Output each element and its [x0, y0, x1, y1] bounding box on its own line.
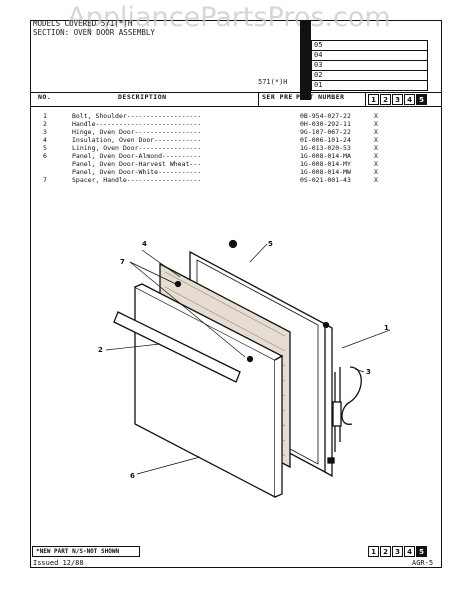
oven-door-handle	[113, 311, 241, 383]
shoulder-bolt	[228, 239, 238, 249]
col-part-number: PART NUMBER	[296, 93, 345, 101]
footer-series-5: 5	[416, 546, 427, 557]
header-top-rule	[30, 92, 442, 93]
footer-series-4: 4	[404, 546, 415, 557]
footer-legend: *NEW PART N/S-NOT SHOWN	[32, 546, 140, 557]
oven-door-exploded-diagram: 4 7 5 2 6 1 3	[98, 239, 390, 499]
callout-2: 2	[98, 346, 103, 354]
col-no: NO.	[38, 93, 52, 101]
series-5: 5	[416, 94, 427, 105]
watermark: AppliancePartsPros.com	[67, 2, 391, 33]
tab-black-column	[300, 20, 311, 100]
callout-6: 6	[130, 472, 135, 480]
series-4: 4	[404, 94, 415, 105]
series-1: 1	[368, 94, 379, 105]
callout-1: 1	[384, 324, 389, 332]
footer-series-1: 1	[368, 546, 379, 557]
issued-date: Issued 12/88	[33, 559, 84, 567]
series-2: 2	[380, 94, 391, 105]
model-code: 571(*)H	[258, 78, 288, 86]
models-covered: MODELS COVERED 571(*)H	[33, 19, 133, 28]
callout-5: 5	[268, 240, 273, 248]
header-separator	[258, 92, 259, 106]
col-description: DESCRIPTION	[118, 93, 167, 101]
footer-series-2: 2	[380, 546, 391, 557]
callout-7: 7	[120, 258, 125, 266]
header-bottom-rule	[30, 106, 442, 107]
callout-3: 3	[366, 368, 371, 376]
col-ser-pre: SER PRE	[262, 93, 293, 101]
page-frame	[30, 20, 442, 568]
callout-4: 4	[142, 240, 147, 248]
series-3: 3	[392, 94, 403, 105]
page-code: AGR-5	[412, 559, 434, 567]
header-separator	[365, 92, 366, 106]
section-title: SECTION: OVEN DOOR ASSEMBLY	[33, 28, 155, 37]
footer-series-3: 3	[392, 546, 403, 557]
tab-box-01: 01	[311, 80, 428, 91]
